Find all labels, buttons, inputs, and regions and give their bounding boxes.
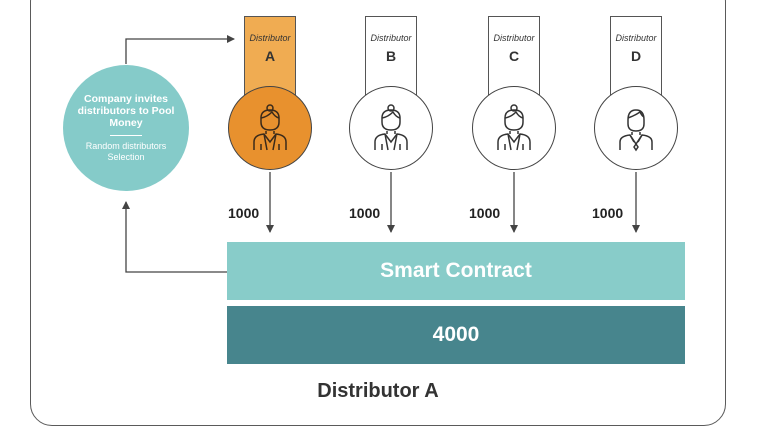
distributor-tag-letter: A — [264, 48, 276, 64]
distributor-tag-letter: C — [508, 48, 520, 64]
company-circle: Company invites distributors to Pool Mon… — [63, 65, 189, 191]
distributor-tag-b: Distributor B — [365, 16, 417, 96]
distributor-avatar-a — [228, 86, 312, 170]
distributor-tag-title: Distributor — [370, 33, 412, 43]
woman-icon — [374, 104, 408, 151]
distributor-tag-letter: B — [385, 48, 397, 64]
man-icon — [619, 109, 653, 152]
smart-contract-bar: Smart Contract — [227, 242, 685, 300]
arrow-company-to-distributor-a — [125, 35, 235, 64]
winner-label: Distributor A — [317, 380, 439, 402]
distributor-avatar-d — [594, 86, 678, 170]
distributor-amount-a: 1000 — [228, 205, 260, 221]
woman-icon — [253, 104, 287, 151]
distributor-tag-title: Distributor — [493, 33, 535, 43]
distributor-tag-c: Distributor C — [488, 16, 540, 96]
distributor-tag-d: Distributor D — [610, 16, 662, 96]
diagram-frame — [30, 0, 726, 426]
woman-icon — [497, 104, 531, 151]
distributor-avatar-c — [472, 86, 556, 170]
arrow-contract-to-company — [122, 201, 227, 273]
distributor-avatar-b — [349, 86, 433, 170]
distributor-amount-c: 1000 — [469, 205, 501, 221]
company-divider — [110, 135, 142, 136]
distributor-amount-b: 1000 — [349, 205, 381, 221]
distributor-tag-a: Distributor A — [244, 16, 296, 96]
distributor-amount-d: 1000 — [592, 205, 624, 221]
distributor-tag-title: Distributor — [249, 33, 291, 43]
pool-total-bar: 4000 — [227, 306, 685, 364]
distributor-tag-letter: D — [630, 48, 642, 64]
distributor-tag-title: Distributor — [615, 33, 657, 43]
company-subtext: Random distributors Selection — [85, 141, 167, 162]
company-headline: Company invites distributors to Pool Mon… — [77, 93, 175, 129]
